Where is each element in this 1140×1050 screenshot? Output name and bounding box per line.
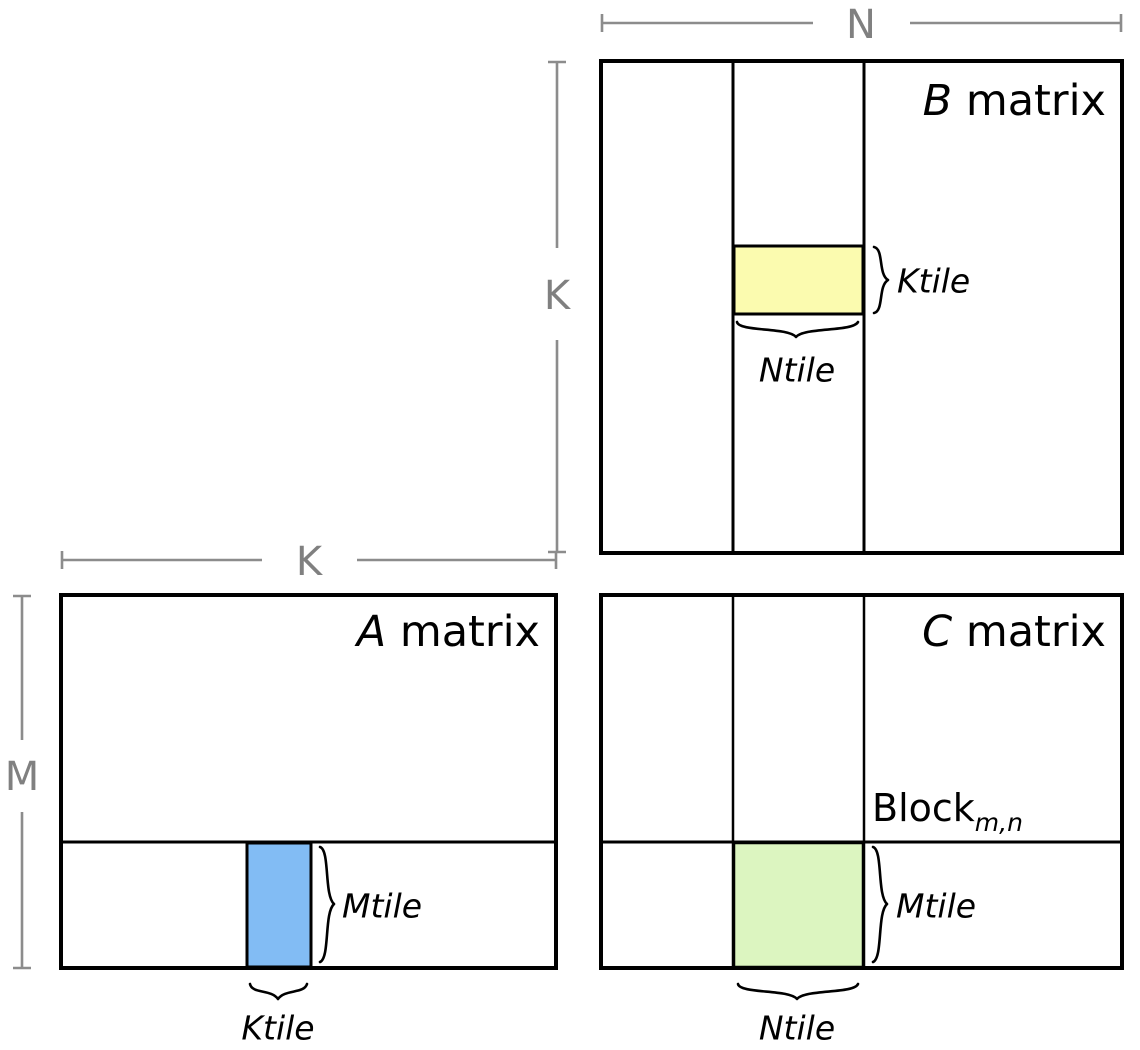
a-matrix-mtile-brace [318, 845, 336, 964]
c-matrix-ntile-label: Ntile [759, 1009, 835, 1048]
a-matrix-title-rest: matrix [386, 607, 540, 657]
a-matrix-mtile-label: Mtile [342, 887, 422, 926]
b-matrix-title-rest: matrix [952, 76, 1106, 126]
b-matrix-ktile-brace [872, 245, 890, 315]
a-matrix-tile[interactable] [245, 841, 313, 969]
a-matrix-ktile-label: Ktile [241, 1009, 314, 1048]
b-matrix-title-italic: B [923, 76, 953, 126]
c-matrix-tile[interactable] [732, 841, 865, 969]
c-matrix-mtile-label: Mtile [896, 887, 976, 926]
dimension-k-horizontal-label: K [296, 539, 324, 585]
dimension-n: N [600, 2, 1123, 48]
dimension-m: M [5, 594, 40, 970]
b-matrix-ntile-label: Ntile [759, 351, 835, 390]
a-matrix-ktile-brace [248, 982, 309, 1001]
dimension-k-horizontal: K [60, 539, 558, 585]
dimension-n-label: N [846, 2, 876, 48]
a-matrix[interactable]: A matrix Mtile Ktile [59, 593, 558, 1048]
c-matrix-block-subscript: m,n [975, 808, 1023, 837]
dimension-m-label: M [5, 754, 40, 800]
c-matrix-ntile-brace [736, 982, 860, 1001]
b-matrix[interactable]: B matrix Ktile Ntile [599, 59, 1124, 555]
c-matrix-block-label: Blockm,n [872, 786, 1023, 837]
dimension-k-vertical-label: K [544, 273, 572, 319]
a-matrix-title: A matrix [354, 607, 540, 657]
b-matrix-ntile-brace [735, 320, 860, 339]
c-matrix-block-base: Block [872, 786, 975, 830]
c-matrix-title-italic: C [922, 607, 952, 657]
dimension-k-vertical: K [544, 60, 572, 554]
c-matrix[interactable]: C matrix Blockm,n Mtile Ntile [599, 593, 1124, 1048]
b-matrix-ktile-label: Ktile [897, 262, 970, 301]
c-matrix-mtile-brace [871, 845, 889, 964]
b-matrix-title: B matrix [923, 76, 1106, 126]
a-matrix-title-italic: A [354, 607, 386, 657]
c-matrix-title-rest: matrix [952, 607, 1106, 657]
c-matrix-title: C matrix [922, 607, 1106, 657]
b-matrix-tile[interactable] [732, 244, 865, 316]
